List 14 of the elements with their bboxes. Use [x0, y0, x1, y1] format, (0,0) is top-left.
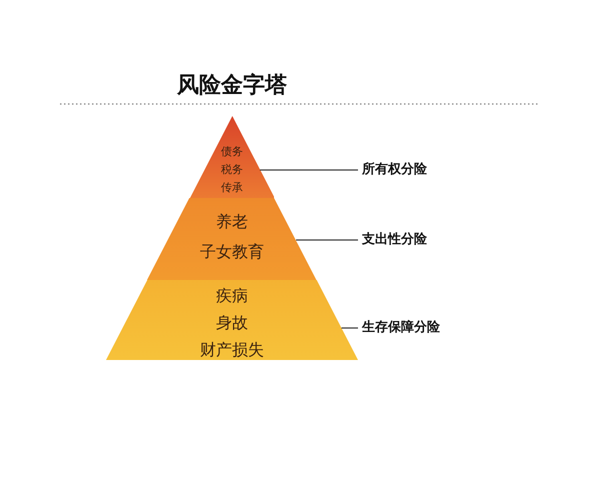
pyramid-layer [106, 280, 358, 360]
layer-text: 债务 [220, 145, 243, 159]
title: 风险金字塔 [176, 72, 288, 100]
layer-text: 养老 [216, 212, 248, 233]
layer-text: 子女教育 [200, 242, 264, 263]
risk-category-label: 支出性分险 [362, 232, 427, 247]
layer-text: 身故 [216, 314, 248, 334]
layer-text: 税务 [220, 163, 243, 177]
risk-category-label: 所有权分险 [362, 162, 427, 177]
layer-text: 财产损失 [200, 340, 264, 361]
layer-text: 传承 [220, 181, 243, 195]
pyramid-layer [190, 116, 274, 198]
risk-category-label: 生存保障分险 [362, 320, 440, 335]
layer-text: 疾病 [216, 286, 248, 307]
